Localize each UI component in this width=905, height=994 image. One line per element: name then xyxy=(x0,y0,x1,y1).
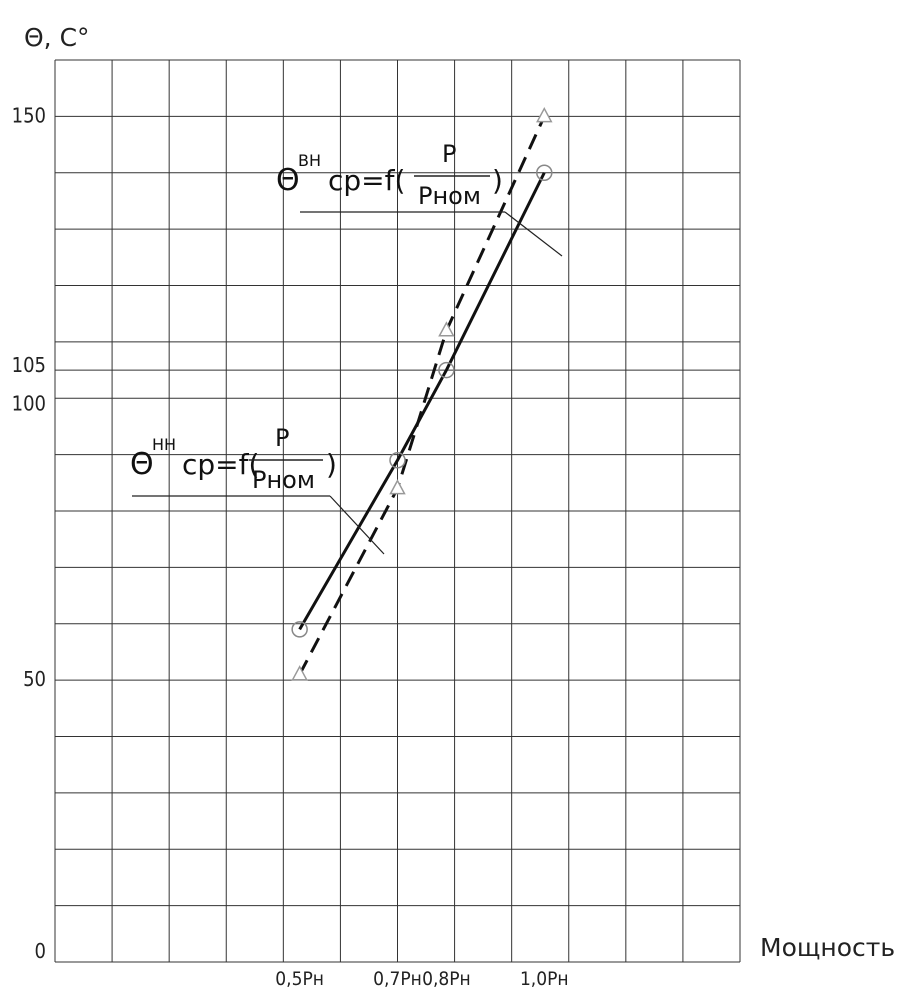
y-tick-label: 0 xyxy=(35,939,46,963)
annotation-vn-leader xyxy=(504,211,563,257)
annotation-nn: Θ НН ср=f( P Pном ) xyxy=(130,424,385,555)
circle-marker xyxy=(536,164,553,181)
triangle-marker xyxy=(389,479,406,495)
annotation-nn-function: ср=f( xyxy=(182,448,259,481)
x-tick-label: 0,8Pн xyxy=(422,968,471,990)
x-tick-label: 0,5Pн xyxy=(275,968,324,990)
circle-marker xyxy=(438,361,455,379)
y-tick-label: 150 xyxy=(12,103,46,127)
annotation-vn-theta: Θ xyxy=(276,163,300,198)
annotation-nn-superscript: НН xyxy=(152,435,176,454)
triangle-marker xyxy=(536,106,553,123)
annotation-vn-denominator: Pном xyxy=(418,182,481,210)
y-axis-label: Θ, С° xyxy=(24,23,90,52)
y-tick-labels: 0 50 100 105 150 xyxy=(12,103,46,963)
annotation-nn-numerator: P xyxy=(275,424,289,452)
annotation-nn-theta: Θ xyxy=(130,447,154,482)
annotation-vn: Θ ВН ср=f( P Pном ) xyxy=(276,140,563,257)
annotation-vn-function: ср=f( xyxy=(328,164,405,197)
triangle-marker xyxy=(438,321,455,337)
annotation-vn-numerator: P xyxy=(442,140,456,168)
x-axis-label: Мощность xyxy=(760,933,895,962)
annotation-nn-leader xyxy=(329,495,385,555)
series-line-solid xyxy=(298,172,546,631)
annotation-nn-close: ) xyxy=(326,448,337,481)
circle-marker xyxy=(389,452,406,469)
y-tick-label: 50 xyxy=(23,667,46,691)
y-tick-label: 105 xyxy=(12,353,46,377)
triangle-marker xyxy=(291,665,308,681)
x-tick-label: 1,0Pн xyxy=(520,968,569,990)
annotation-nn-denominator: Pном xyxy=(252,466,315,494)
x-tick-label: 0,7Pн xyxy=(373,968,422,990)
circle-marker xyxy=(291,621,308,638)
annotation-vn-close: ) xyxy=(492,164,503,197)
series-group xyxy=(298,115,546,676)
grid xyxy=(54,59,741,963)
markers-group xyxy=(291,106,553,681)
series-line-dashed xyxy=(298,115,546,676)
annotation-vn-superscript: ВН xyxy=(298,151,321,170)
y-tick-label: 100 xyxy=(12,391,46,415)
